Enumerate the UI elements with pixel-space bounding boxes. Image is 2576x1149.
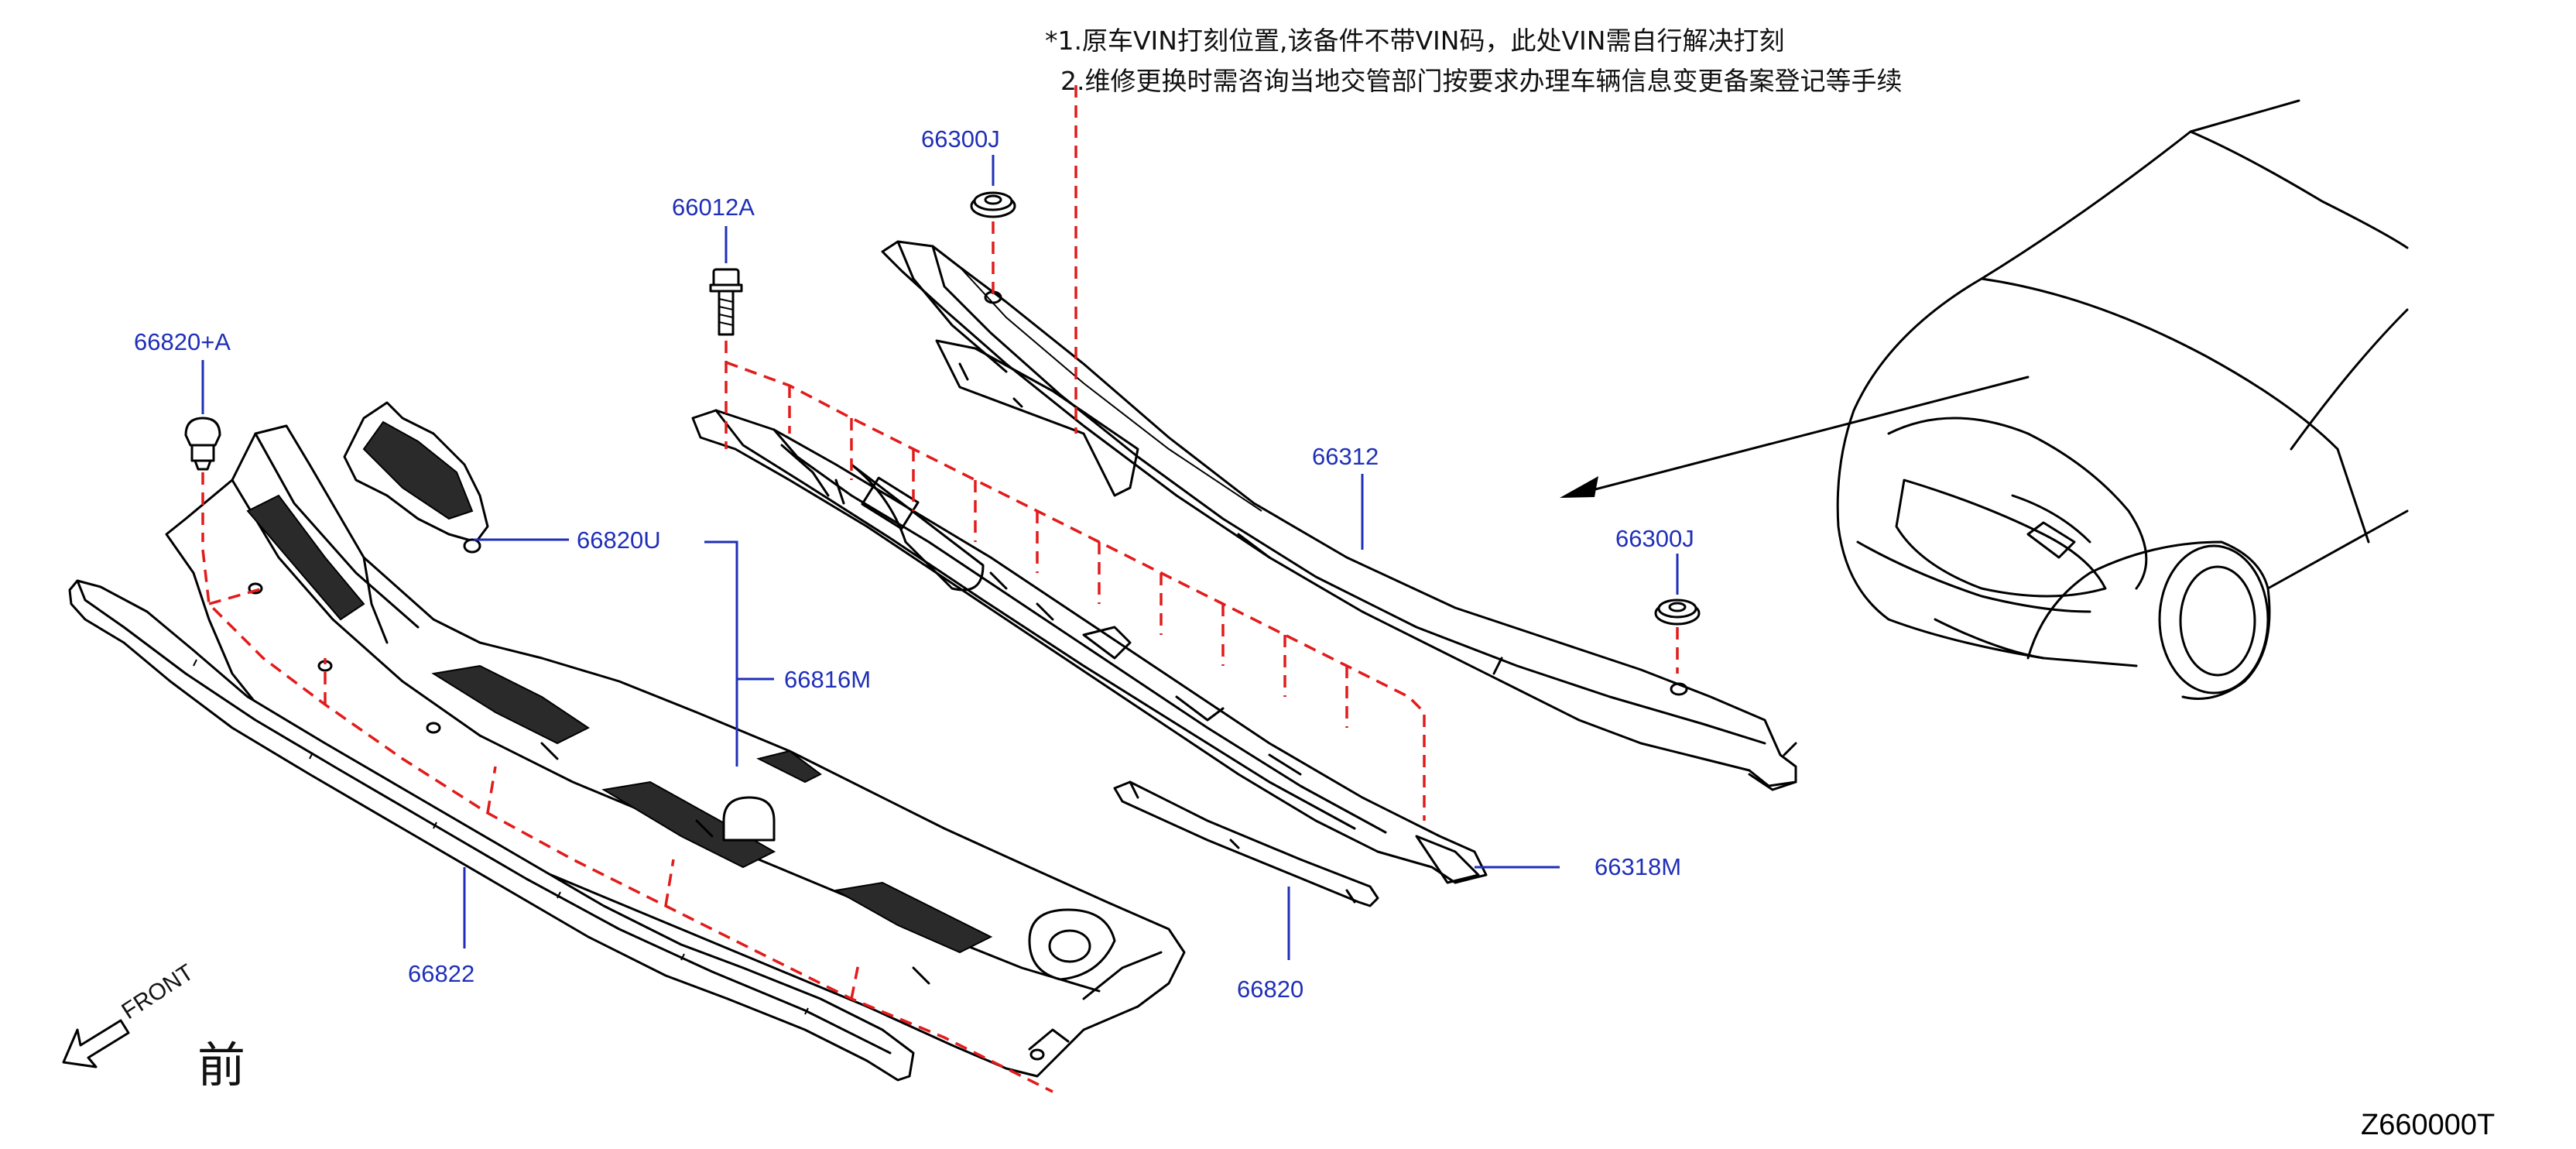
- part-66816M-cowl-top: [165, 424, 1186, 1078]
- part-66820U-side-cover: [343, 401, 489, 554]
- callout-66822: 66822: [408, 960, 475, 987]
- callout-66012A: 66012A: [672, 194, 755, 221]
- front-label-cn: 前: [197, 1037, 246, 1093]
- callout-66820U: 66820U: [577, 526, 661, 554]
- note-line-2: 2.维修更换时需咨询当地交管部门按要求办理车辆信息变更备案登记等手续: [1060, 66, 1903, 96]
- callout-leader-lines: [201, 155, 1679, 960]
- note-line-1: *1.原车VIN打刻位置,该备件不带VIN码，此处VIN需自行解决打刻: [1045, 26, 1785, 56]
- part-66300J-grommet-top: [970, 191, 1016, 218]
- part-66300J-grommet-right: [1654, 599, 1701, 626]
- part-66318M-cowl-bracket: [691, 409, 1488, 884]
- callout-66820: 66820: [1237, 976, 1304, 1003]
- callout-66300J-right: 66300J: [1615, 525, 1694, 552]
- front-arrow-icon: [62, 1019, 130, 1068]
- diagram-code: Z660000T: [2361, 1109, 2496, 1141]
- part-66312-panel: [881, 240, 1797, 791]
- part-66820A-clip: [184, 417, 221, 471]
- callout-66318M: 66318M: [1595, 853, 1682, 880]
- part-66820-strip: [1113, 780, 1379, 907]
- part-66822-weatherstrip: [68, 579, 915, 1082]
- assembly-guide-lines: [201, 85, 1679, 1093]
- car-reference-sketch: [1560, 99, 2409, 700]
- part-66012A-bolt: [709, 268, 743, 336]
- callout-66820A: 66820+A: [134, 328, 231, 355]
- callout-66312: 66312: [1312, 443, 1379, 470]
- callout-66300J-top: 66300J: [921, 125, 1000, 153]
- callout-66816M: 66816M: [784, 666, 872, 693]
